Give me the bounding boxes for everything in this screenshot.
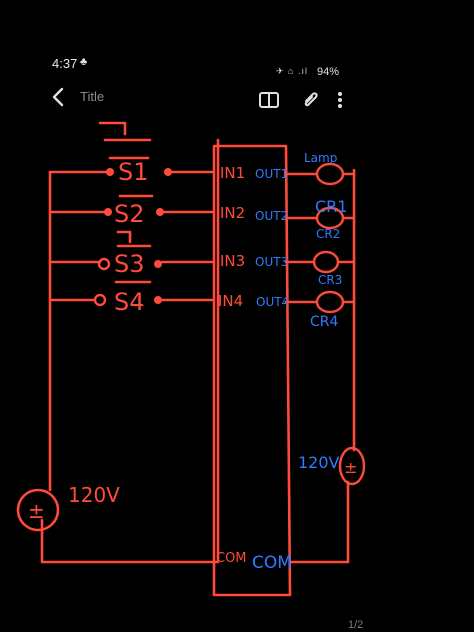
ac-source-left-label: 120V xyxy=(68,483,120,507)
rung-2-contact-right xyxy=(156,208,164,216)
com-label-left: COM xyxy=(216,551,247,566)
switch-label-s4: S4 xyxy=(114,288,145,316)
rung-4-contact-right xyxy=(154,296,162,304)
ac-source-left-symbol xyxy=(16,488,60,532)
left-rail-lower xyxy=(40,138,220,564)
output-label-out3: OUT3 xyxy=(255,255,288,269)
switch-symbol-top xyxy=(98,121,152,142)
rung-1-contact-right xyxy=(164,168,172,176)
switch-label-s2: S2 xyxy=(114,200,145,228)
input-label-in3: IN3 xyxy=(220,252,245,270)
ac-source-right-glyph: ± xyxy=(344,458,357,477)
load-label-lamp: Lamp xyxy=(304,151,337,165)
page-indicator: 1/2 xyxy=(348,619,364,631)
bell-icon: ♣ xyxy=(80,56,88,68)
more-vertical-icon[interactable] xyxy=(332,89,348,111)
chevron-left-icon[interactable] xyxy=(46,84,72,110)
right-rail-lower xyxy=(288,480,350,564)
output-label-out4: OUT4 xyxy=(256,295,289,309)
ac-source-left-glyph: ± xyxy=(28,499,45,523)
paperclip-icon[interactable] xyxy=(300,89,322,111)
ac-source-right-symbol xyxy=(338,446,366,486)
output-label-out1: OUT1 xyxy=(255,167,288,181)
input-label-in4: IN4 xyxy=(218,292,243,310)
load-cr3 xyxy=(312,250,340,274)
status-time: 4:37 xyxy=(52,56,78,71)
ac-source-right-label: 120V xyxy=(298,453,340,472)
toolbar: Title xyxy=(0,80,474,120)
input-label-in1: IN1 xyxy=(220,164,245,182)
plc-body xyxy=(212,144,292,597)
rung-3-contact-left xyxy=(97,257,111,271)
note-title[interactable]: Title xyxy=(80,89,105,104)
output-label-out2: OUT2 xyxy=(255,209,288,223)
load-label-cr1: CR1 xyxy=(315,197,347,216)
load-label-cr4: CR4 xyxy=(310,314,339,330)
rung-3-contact-right xyxy=(154,260,162,268)
rung-3-switch-line xyxy=(116,230,152,248)
rung-2-contact-left xyxy=(104,208,112,216)
load-label-cr2: CR2 xyxy=(316,227,340,241)
rung-4-contact-left xyxy=(93,293,107,307)
load-label-cr3: CR3 xyxy=(318,273,342,287)
status-bar: 4:37 ♣ ✈ ⌂ .ıl 94% xyxy=(0,0,474,80)
status-icons: ✈ ⌂ .ıl xyxy=(276,66,308,76)
load-lamp xyxy=(315,162,345,186)
load-return-wires xyxy=(336,172,356,304)
switch-label-s1: S1 xyxy=(118,158,149,186)
battery-level: 94% xyxy=(317,66,340,78)
load-cr4 xyxy=(315,290,345,314)
com-label-right: COM xyxy=(252,553,292,573)
handwritten-schematic: S1 S2 S3 S4 IN1 IN2 IN3 IN4 OUT1 OUT2 OU… xyxy=(16,121,366,597)
rung-1-contact-left xyxy=(106,168,114,176)
book-icon[interactable] xyxy=(258,90,280,110)
input-label-in2: IN2 xyxy=(220,204,245,222)
switch-label-s3: S3 xyxy=(114,250,145,278)
